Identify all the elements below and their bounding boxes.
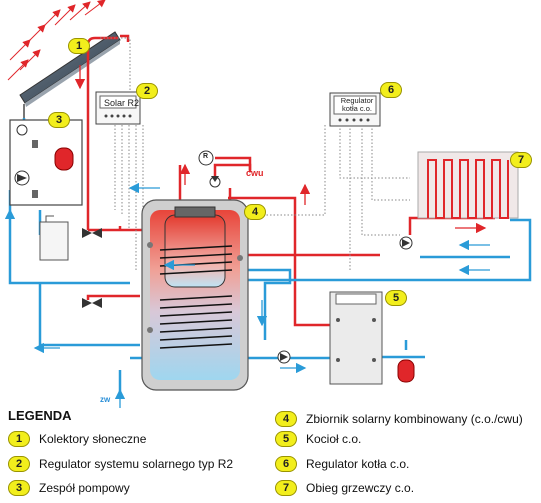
flow-arrows <box>4 65 490 408</box>
legend-badge: 2 <box>8 456 30 472</box>
legend-badge: 4 <box>275 411 297 427</box>
badge-pump-group: 3 <box>48 112 70 128</box>
cold-water-label: zw <box>100 395 111 404</box>
legend-item: 4 Zbiornik solarny kombinowany (c.o./cwu… <box>275 410 523 428</box>
sun-rays <box>7 0 106 81</box>
legend-text: Obieg grzewczy c.o. <box>306 481 415 495</box>
hot-water-label: cwu <box>246 168 264 178</box>
legend-text: Zespół pompowy <box>39 481 130 495</box>
legend-badge: 7 <box>275 480 297 496</box>
legend-item: 5 Kocioł c.o. <box>275 430 361 448</box>
solar-controller-box <box>95 91 141 125</box>
legend-title: LEGENDA <box>8 408 72 423</box>
boiler-controller-box <box>329 92 381 127</box>
valve-r-label: R <box>203 153 209 160</box>
combination-tank <box>141 199 249 391</box>
legend-text: Kocioł c.o. <box>306 432 362 446</box>
badge-collector: 1 <box>68 38 90 54</box>
circuit-pump-right <box>277 236 413 364</box>
legend-badge: 5 <box>275 431 297 447</box>
pump-group <box>9 119 83 261</box>
legend-item: 1 Kolektory słoneczne <box>8 430 146 448</box>
boiler-controller-label: Regulator kotła c.o. <box>340 96 374 113</box>
legend-item: 3 Zespół pompowy <box>8 479 130 497</box>
legend-badge: 3 <box>8 480 30 496</box>
mixing-valve <box>198 150 252 188</box>
legend-item: 6 Regulator kotła c.o. <box>275 455 409 473</box>
legend-item: 2 Regulator systemu solarnego typ R2 <box>8 455 233 473</box>
boiler <box>329 291 415 385</box>
badge-tank: 4 <box>244 204 266 220</box>
legend-text: Regulator kotła c.o. <box>306 457 410 471</box>
badge-solar-controller: 2 <box>136 83 158 99</box>
badge-boiler-controller: 6 <box>380 82 402 98</box>
badge-heating-circuit: 7 <box>510 152 532 168</box>
legend-text: Zbiornik solarny kombinowany (c.o./cwu) <box>306 412 523 426</box>
legend-badge: 6 <box>275 456 297 472</box>
legend-text: Kolektory słoneczne <box>39 432 147 446</box>
badge-boiler: 5 <box>385 290 407 306</box>
valve-left <box>82 228 102 308</box>
legend-item: 7 Obieg grzewczy c.o. <box>275 479 414 497</box>
solar-controller-label: Solar R2 <box>104 98 140 108</box>
legend-text: Regulator systemu solarnego typ R2 <box>39 457 234 471</box>
floor-heating-circuit <box>417 151 519 219</box>
legend-badge: 1 <box>8 431 30 447</box>
